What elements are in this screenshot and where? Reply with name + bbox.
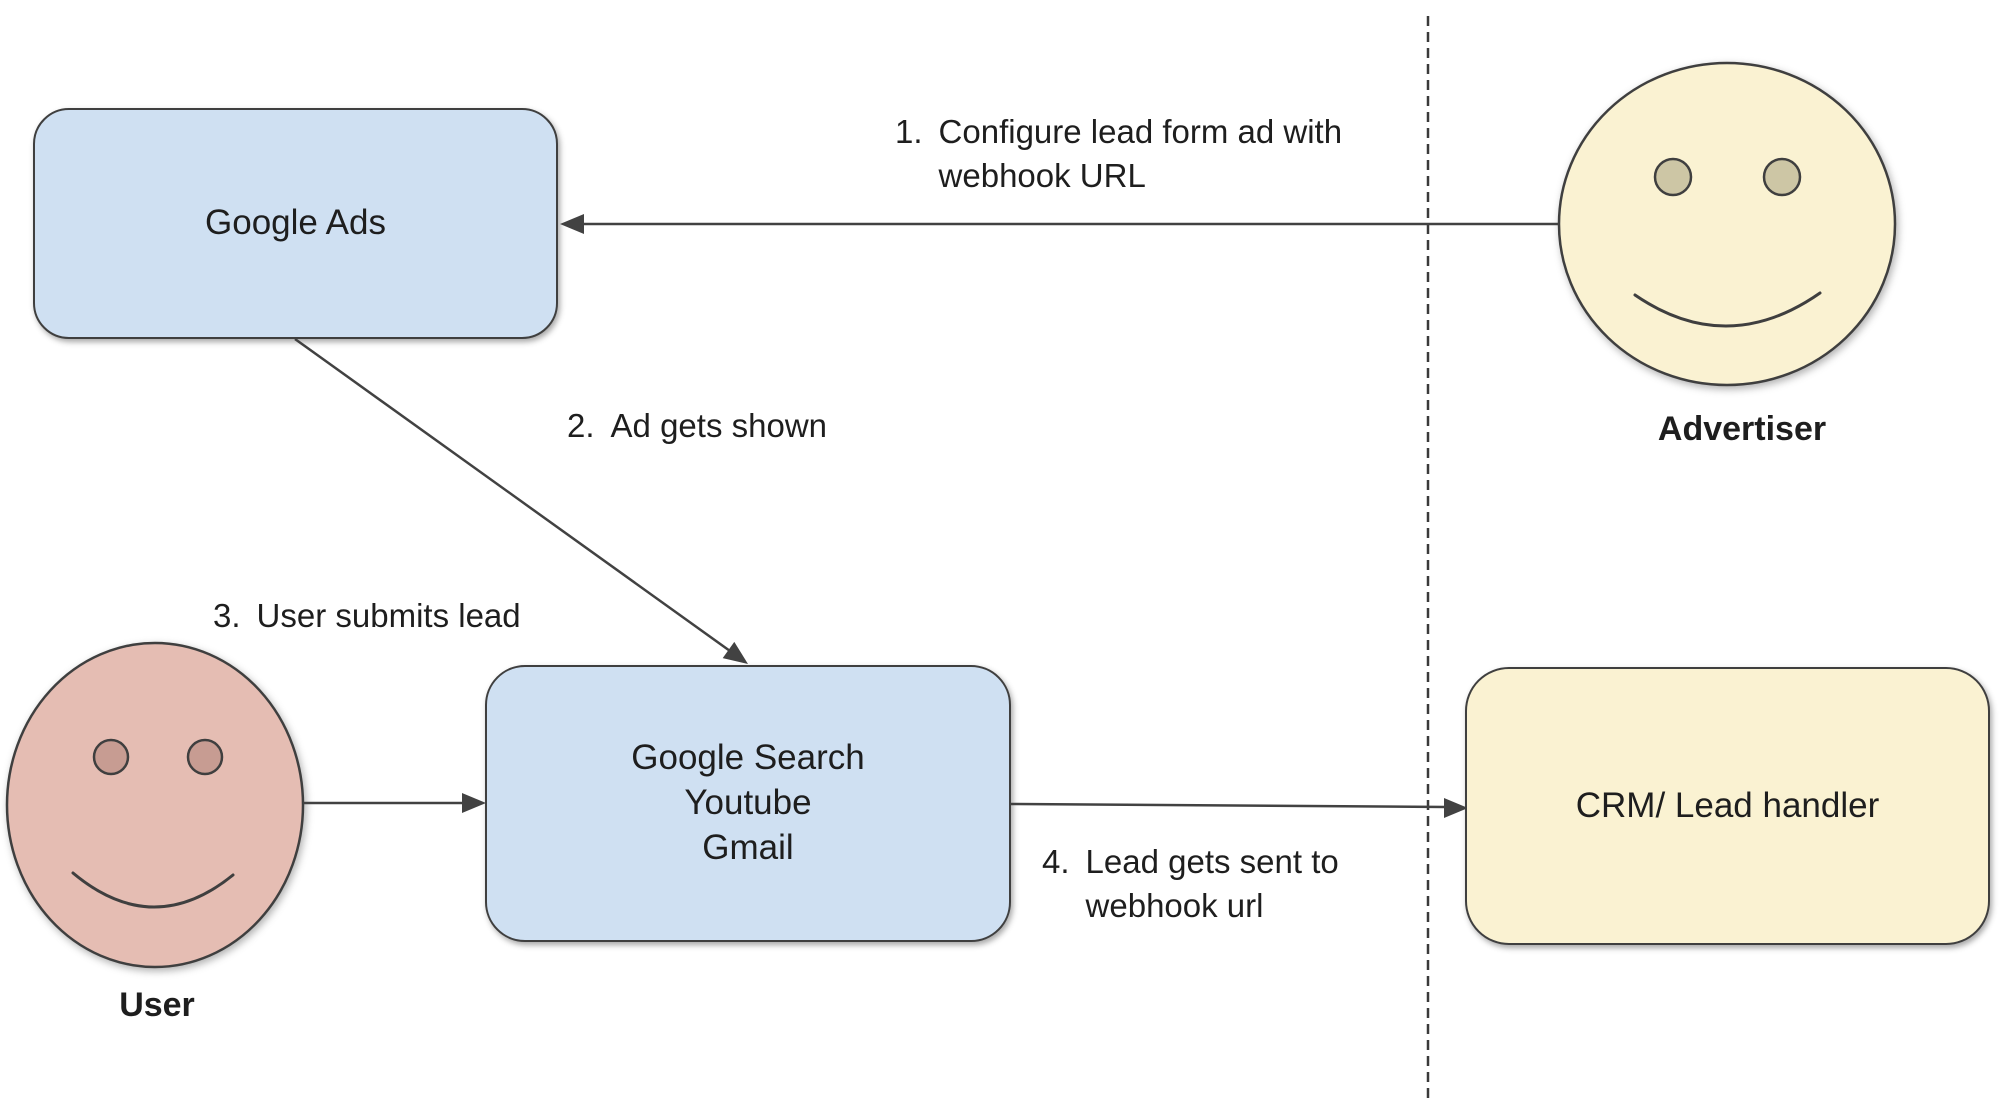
node-google-surfaces: Google Search Youtube Gmail [485, 665, 1011, 942]
arrow-4-head [1444, 798, 1468, 818]
step-2-label: 2. Ad gets shown [567, 404, 827, 448]
arrow-1-head [560, 214, 584, 234]
step-4-label: 4. Lead gets sent to webhook url [1042, 840, 1339, 928]
arrow-2-line [294, 337, 731, 653]
advertiser-caption: Advertiser [1657, 410, 1827, 448]
advertiser-smile [1633, 291, 1822, 328]
arrow-2-head [722, 641, 748, 664]
user-caption: User [119, 986, 195, 1024]
step-4-text: Lead gets sent to webhook url [1085, 843, 1339, 924]
step-3-label: 3. User submits lead [213, 594, 521, 638]
advertiser-left-eye [1653, 157, 1693, 197]
arrow-ad-gets-shown [294, 337, 748, 664]
user-smile [71, 871, 235, 909]
arrow-user-submits-lead [303, 793, 486, 813]
user-right-eye [186, 738, 224, 776]
user-left-eye [92, 738, 130, 776]
step-2-number: 2. [567, 407, 595, 444]
step-2-text: Ad gets shown [610, 407, 827, 444]
user-face [5, 641, 305, 969]
advertiser-face [1557, 61, 1897, 387]
advertiser-face-circle [1557, 61, 1897, 387]
arrow-lead-sent-to-webhook [1010, 798, 1468, 818]
node-crm-label: CRM/ Lead handler [1575, 785, 1880, 825]
arrow-3-head [462, 793, 486, 813]
step-4-number: 4. [1042, 843, 1070, 880]
step-3-number: 3. [213, 597, 241, 634]
user-face-circle [5, 641, 305, 969]
arrow-4-line [1010, 802, 1447, 809]
node-crm-lead-handler: CRM/ Lead handler [1465, 667, 1990, 945]
advertiser-right-eye [1762, 157, 1802, 197]
node-google-surfaces-label: Google Search Youtube Gmail [631, 738, 865, 867]
node-google-ads: Google Ads [33, 108, 558, 339]
step-1-number: 1. [895, 113, 923, 150]
step-1-text: Configure lead form ad with webhook URL [938, 113, 1343, 194]
node-google-ads-label: Google Ads [205, 203, 386, 243]
step-3-text: User submits lead [256, 597, 521, 634]
arrow-configure-lead-form [560, 214, 1559, 234]
step-1-label: 1. Configure lead form ad with webhook U… [895, 110, 1342, 198]
